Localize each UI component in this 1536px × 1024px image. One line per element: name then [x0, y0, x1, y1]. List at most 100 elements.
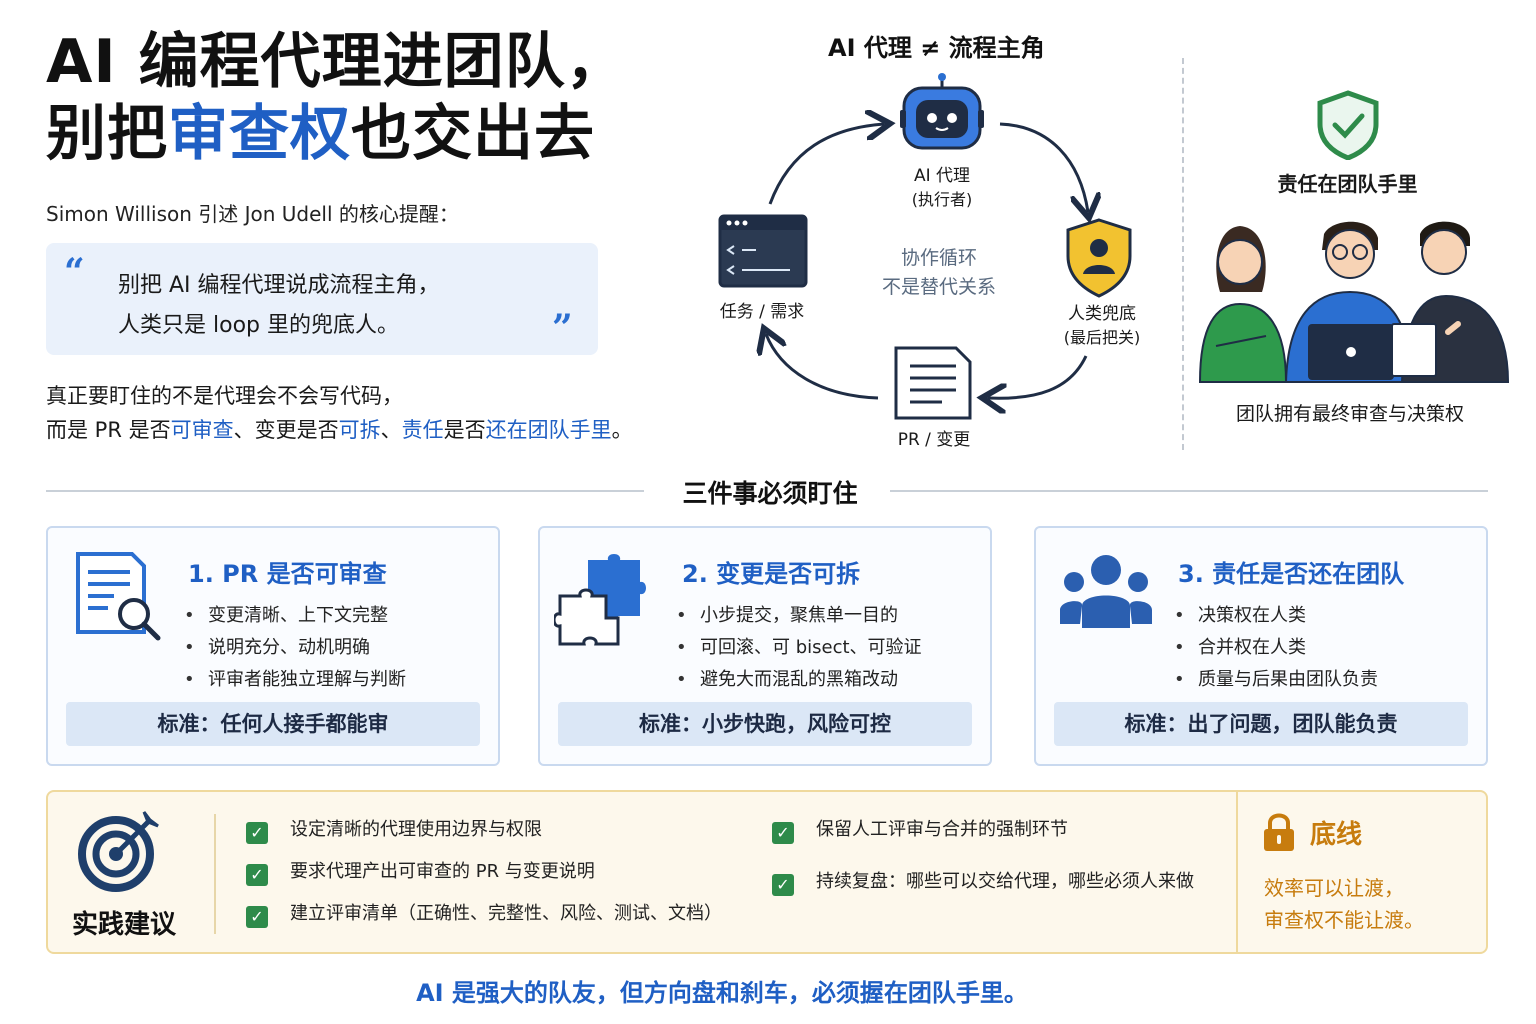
card-standard: 标准：小步快跑，风险可控 [558, 702, 972, 746]
practice-label: 实践建议 [72, 910, 177, 940]
card-list-item: 合并权在人类 [1174, 632, 1378, 664]
agent-name: AI 代理 [913, 166, 971, 186]
insight-highlight: 责任 [401, 418, 444, 442]
open-quote-icon: “ [64, 251, 85, 293]
card-list-item: 决策权在人类 [1174, 600, 1378, 632]
practice-item: ✓ 持续复盘：哪些可以交给代理，哪些必须人来做 [772, 870, 1194, 896]
practice-box: 实践建议 [46, 790, 1488, 954]
card-title: 3. 责任是否还在团队 [1178, 560, 1405, 588]
card-responsibility: 3. 责任是否还在团队 决策权在人类 合并权在人类 质量与后果由团队负责 标准：… [1034, 526, 1488, 766]
task-node-label: 任务 / 需求 [719, 302, 805, 322]
checkbox-checked-icon: ✓ [772, 874, 794, 896]
insight-text: 、 [380, 418, 402, 442]
target-icon [78, 811, 159, 892]
baseline-divider [1236, 792, 1238, 952]
checkbox-checked-icon: ✓ [246, 906, 268, 928]
practice-item-text: 持续复盘：哪些可以交给代理，哪些必须人来做 [816, 871, 1194, 892]
card-list-item: 评审者能独立理解与判断 [184, 664, 406, 696]
shield-person-icon [1066, 218, 1132, 298]
card-list-item: 质量与后果由团队负责 [1174, 664, 1378, 696]
practice-item-text: 设定清晰的代理使用边界与权限 [290, 819, 542, 840]
card-list-item: 小步提交，聚焦单一目的 [676, 600, 922, 632]
practice-item: ✓ 设定清晰的代理使用边界与权限 [246, 818, 542, 844]
section-divider-right [890, 490, 1488, 492]
insight-highlight: 可审查 [170, 418, 234, 442]
subtitle: Simon Willison 引述 Jon Udell 的核心提醒： [46, 202, 459, 226]
human-role: (最后把关) [1063, 328, 1141, 347]
document-search-icon [76, 552, 161, 641]
footer-tagline: AI 是强大的队友，但方向盘和刹车，必须握在团队手里。 [416, 979, 1028, 1007]
checkbox-checked-icon: ✓ [246, 864, 268, 886]
section-title: 三件事必须盯住 [682, 479, 858, 508]
title-line-1: AI 编程代理进团队， [46, 27, 627, 97]
puzzle-icon [554, 554, 646, 646]
title-line-2-pre: 别把 [46, 99, 168, 169]
card-title: 2. 变更是否可拆 [682, 560, 861, 588]
document-icon [894, 346, 972, 420]
insight-text: 是否 [443, 418, 486, 442]
quote-line-2: 人类只是 loop 里的兜底人。 [118, 313, 399, 338]
person-middle [1284, 221, 1414, 383]
card-change-split: 2. 变更是否可拆 小步提交，聚焦单一目的 可回滚、可 bisect、可验证 避… [538, 526, 992, 766]
insight-highlight: 可拆 [338, 418, 381, 442]
card-list: 小步提交，聚焦单一目的 可回滚、可 bisect、可验证 避免大而混乱的黑箱改动 [676, 600, 922, 696]
card-list: 变更清晰、上下文完整 说明充分、动机明确 评审者能独立理解与判断 [184, 600, 406, 696]
baseline-line-2: 审查权不能让渡。 [1264, 908, 1424, 932]
insight-text: 。 [611, 418, 633, 442]
agent-node-label: AI 代理 (执行者) [880, 164, 1004, 212]
title-line-2: 别把审查权也交出去 [46, 98, 627, 170]
baseline-title: 底线 [1310, 820, 1363, 850]
insight-text: 而是 PR 是否 [46, 418, 171, 442]
practice-item-text: 保留人工评审与合并的强制环节 [816, 819, 1068, 840]
center-line-2: 不是替代关系 [881, 276, 996, 298]
card-list-item: 变更清晰、上下文完整 [184, 600, 406, 632]
agent-role: (执行者) [911, 190, 973, 209]
loop-arrows [766, 124, 1088, 398]
practice-divider [214, 814, 216, 934]
insight-line-1: 真正要盯住的不是代理会不会写代码， [46, 384, 403, 408]
section-divider-left [46, 490, 644, 492]
page-title: AI 编程代理进团队， 别把审查权也交出去 [46, 26, 627, 170]
human-name: 人类兜底 [1068, 304, 1136, 324]
card-list: 决策权在人类 合并权在人类 质量与后果由团队负责 [1174, 600, 1378, 696]
pr-node-label: PR / 变更 [897, 430, 971, 450]
loop-title: AI 代理 ≠ 流程主角 [828, 34, 1045, 62]
shield-check-icon [1317, 90, 1379, 160]
quote-line-1: 别把 AI 编程代理说成流程主角， [118, 273, 440, 298]
card-standard: 标准：任何人接手都能审 [66, 702, 480, 746]
title-line-2-post: 也交出去 [351, 99, 595, 169]
card-pr-review: 1. PR 是否可审查 变更清晰、上下文完整 说明充分、动机明确 评审者能独立理… [46, 526, 500, 766]
team-icon [1060, 555, 1152, 628]
team-people-illustration [1198, 221, 1510, 383]
person-left [1198, 226, 1288, 383]
card-list-item: 避免大而混乱的黑箱改动 [676, 664, 922, 696]
terminal-icon [718, 214, 808, 288]
person-right [1391, 221, 1510, 383]
baseline-line-1: 效率可以让渡， [1264, 876, 1404, 900]
collaboration-loop-diagram [718, 73, 1132, 420]
practice-item: ✓ 要求代理产出可审查的 PR 与变更说明 [246, 860, 595, 886]
close-quote-icon: ” [552, 307, 573, 349]
practice-item: ✓ 建立评审清单（正确性、完整性、风险、测试、文档） [246, 902, 722, 928]
insight-text: 、变更是否 [233, 418, 339, 442]
title-highlight: 审查权 [168, 99, 351, 169]
human-node-label: 人类兜底 (最后把关) [1040, 302, 1164, 350]
checkbox-checked-icon: ✓ [246, 822, 268, 844]
practice-item-text: 要求代理产出可审查的 PR 与变更说明 [290, 861, 595, 882]
lock-icon [1264, 813, 1294, 851]
loop-center-label: 协作循环 不是替代关系 [858, 244, 1020, 302]
insight-line-2: 而是 PR 是否可审查、变更是否可拆、责任是否还在团队手里。 [46, 414, 633, 444]
quote-box: “ 别把 AI 编程代理说成流程主角， 人类只是 loop 里的兜底人。 ” [46, 243, 598, 355]
insight-highlight: 还在团队手里 [485, 418, 612, 442]
center-line-1: 协作循环 [900, 247, 977, 269]
card-title: 1. PR 是否可审查 [188, 560, 387, 588]
card-list-item: 说明充分、动机明确 [184, 632, 406, 664]
team-responsibility-label: 责任在团队手里 [1277, 172, 1418, 196]
card-standard: 标准：出了问题，团队能负责 [1054, 702, 1468, 746]
robot-icon [900, 73, 984, 150]
practice-item-text: 建立评审清单（正确性、完整性、风险、测试、文档） [290, 903, 722, 924]
practice-item: ✓保留人工评审与合并的强制环节 [772, 818, 1068, 844]
card-list-item: 可回滚、可 bisect、可验证 [676, 632, 922, 664]
vertical-divider [1182, 58, 1184, 450]
team-caption: 团队拥有最终审查与决策权 [1235, 403, 1464, 425]
